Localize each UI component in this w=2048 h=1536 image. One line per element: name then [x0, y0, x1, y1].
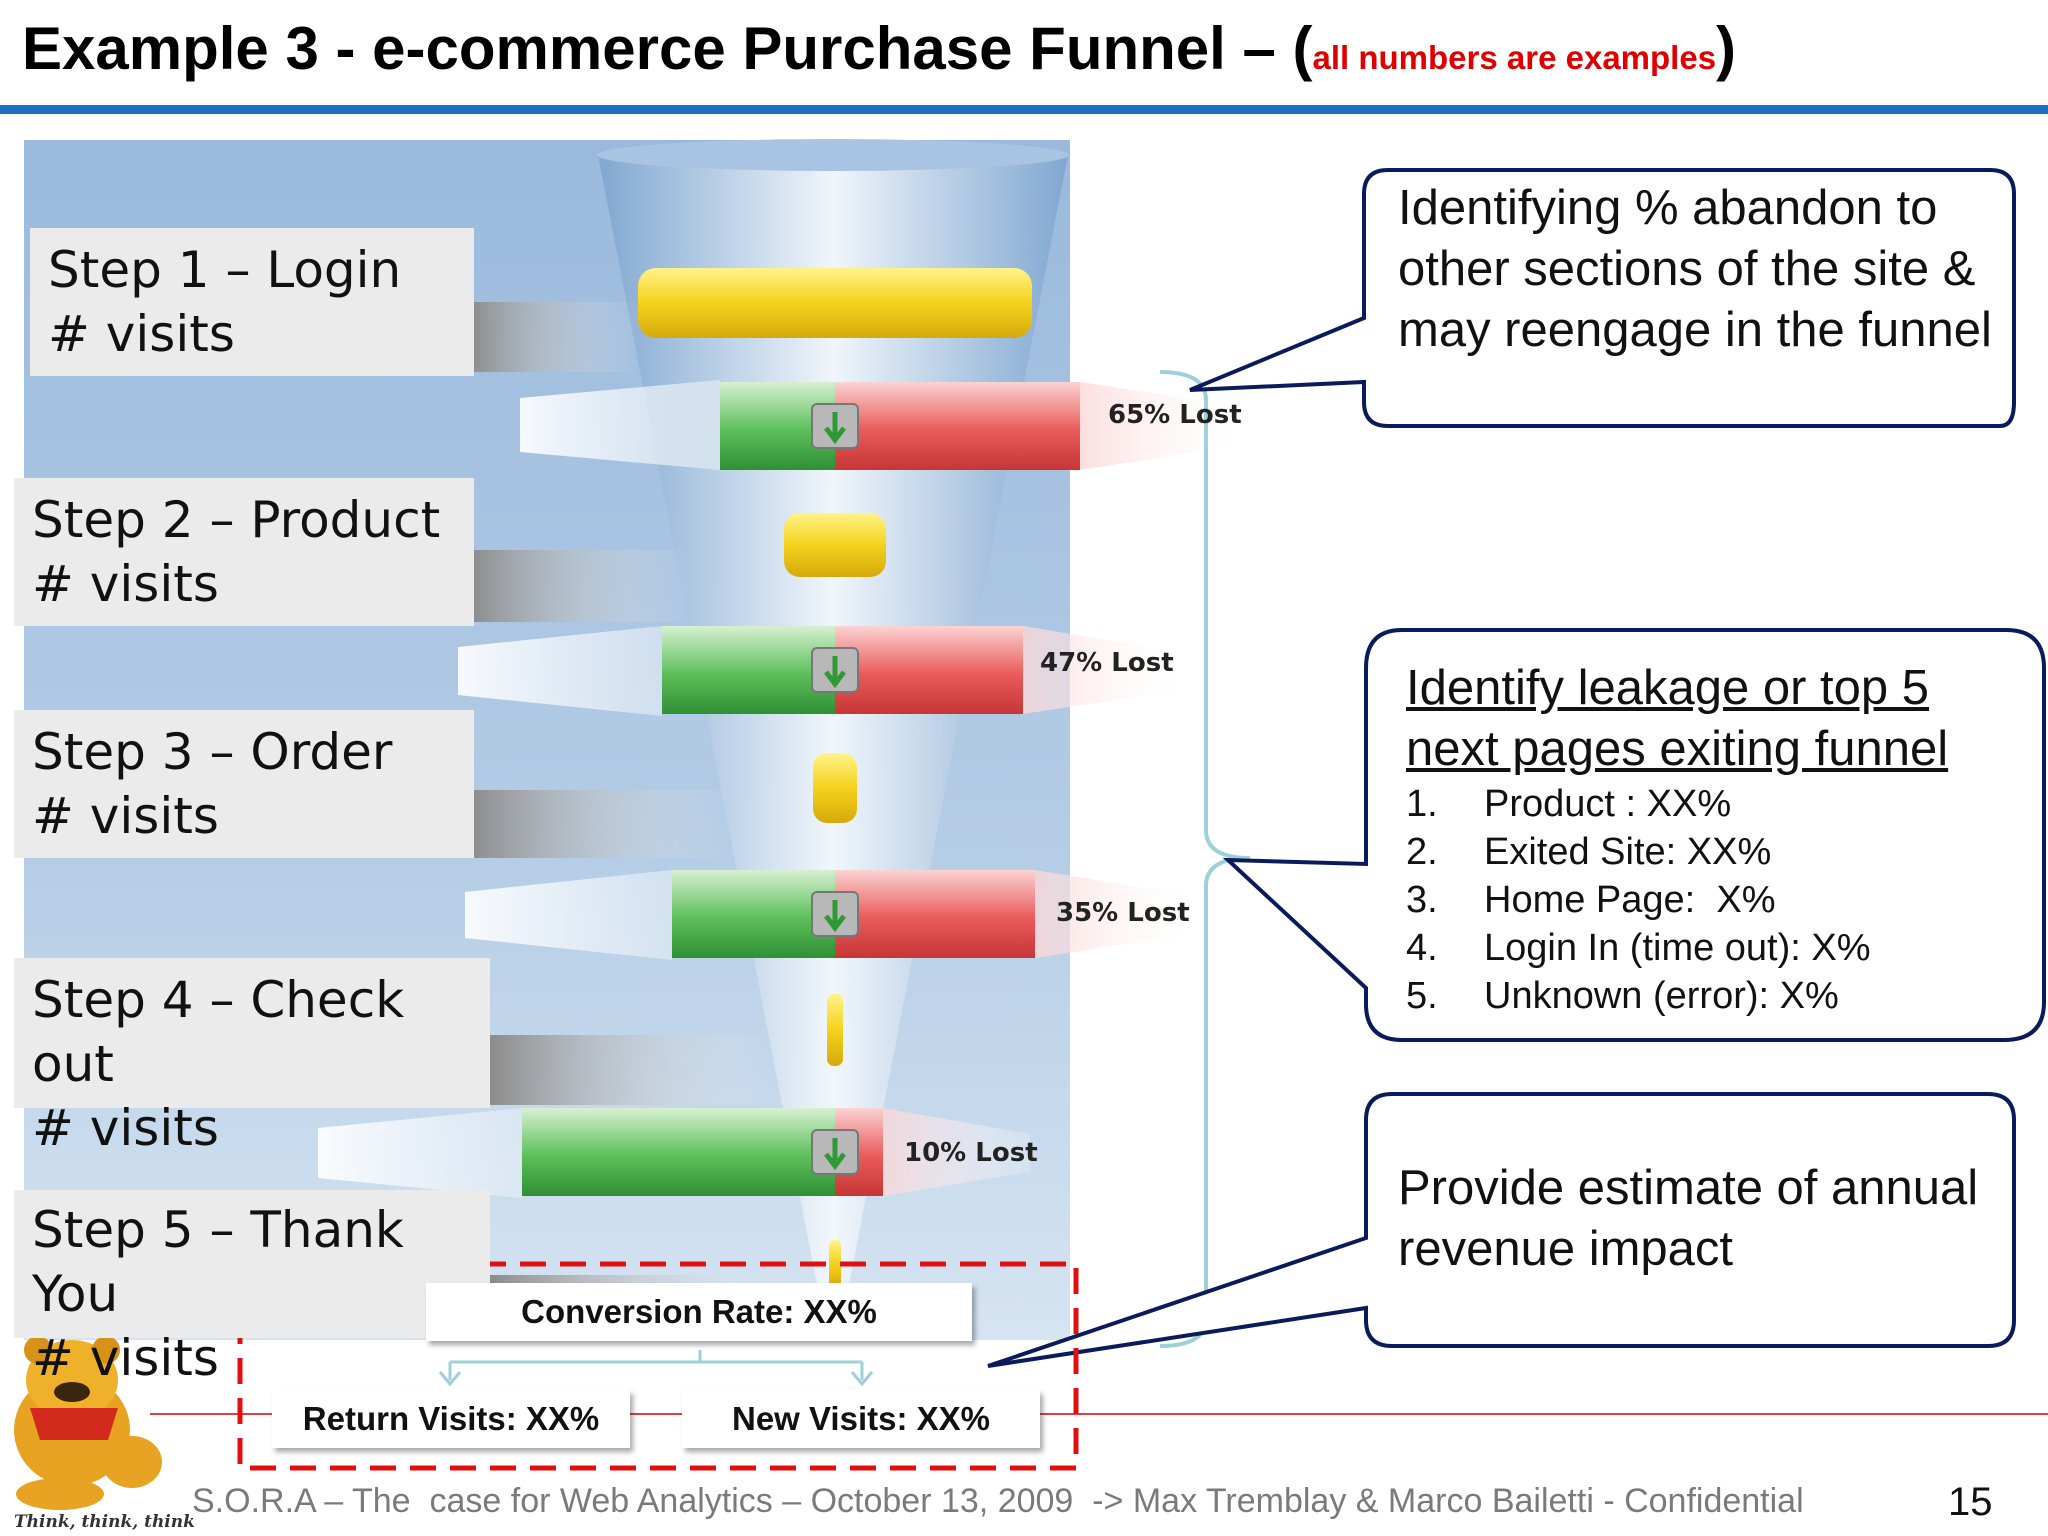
lost2-green [662, 626, 835, 714]
lost3-red [835, 870, 1035, 958]
step-visits: # visits [32, 555, 219, 613]
callout-abandon-text: Identifying % abandon to other sections … [1398, 181, 1992, 357]
new-visits-box: New Visits: XX% [682, 1390, 1040, 1448]
page-title-close: ) [1716, 15, 1737, 82]
page-number: 15 [1948, 1480, 1993, 1524]
step-visits: # visits [32, 1329, 219, 1387]
step3-shadow [470, 790, 730, 858]
mascot-caption: Think, think, think [14, 1512, 195, 1532]
lost-label-2: 47% Lost [1040, 648, 1174, 678]
lost3-left-fade [465, 870, 672, 960]
list-item: 1.Product : XX% [1406, 783, 1732, 825]
step-card-5: Step 5 – Thank You # visits [14, 1190, 490, 1387]
lost4-right-fade [883, 1108, 1030, 1196]
lost3-green [672, 870, 835, 958]
lost1-right-fade [1080, 382, 1238, 470]
callout-abandon-box [1189, 168, 2016, 428]
step-label: Step 1 – Login [48, 241, 402, 299]
metric-connector [448, 1350, 864, 1380]
step-visits: # visits [48, 305, 235, 363]
step-card-3: Step 3 – Order # visits [14, 710, 474, 858]
step-label: Step 2 – Product [32, 491, 441, 549]
lost2-left-fade [458, 626, 662, 716]
page-title: Example 3 - e-commerce Purchase Funnel –… [22, 14, 1736, 83]
mascot-image [14, 1336, 162, 1510]
step3-bar [813, 753, 857, 823]
callout-revenue-text: Provide estimate of annual revenue impac… [1398, 1161, 1979, 1276]
step-visits: # visits [32, 1099, 219, 1157]
step1-bar [638, 268, 1032, 338]
conversion-rate-box: Conversion Rate: XX% [426, 1283, 972, 1341]
title-rule [0, 105, 2048, 114]
lost1-left-fade [520, 380, 720, 470]
lost2-red [835, 626, 1023, 714]
step-card-4: Step 4 – Check out # visits [14, 958, 490, 1157]
step2-bar [784, 513, 886, 577]
step-visits: # visits [32, 787, 219, 845]
footer-text: S.O.R.A – The case for Web Analytics – O… [192, 1482, 1804, 1520]
metrics-dashed-box [237, 1261, 1079, 1471]
lost-label-3: 35% Lost [1056, 898, 1190, 928]
callout-leakage-list: 1.Product : XX% 2.Exited Site: XX% 3.Hom… [1406, 780, 2006, 1020]
title-note: all numbers are examples [1312, 39, 1717, 76]
step4-bar [827, 994, 843, 1066]
lost3-right-fade [1035, 870, 1195, 958]
step-label: Step 3 – Order [32, 723, 393, 781]
callout-leakage-heading: Identify leakage or top 5 next pages exi… [1406, 661, 1949, 776]
return-visits-box: Return Visits: XX% [272, 1390, 630, 1448]
list-item: 2.Exited Site: XX% [1406, 831, 1772, 873]
funnel-rim [597, 139, 1069, 171]
lost-label-1: 65% Lost [1108, 400, 1242, 430]
step-label: Step 4 – Check out [32, 971, 405, 1093]
list-item: 4.Login In (time out): X% [1406, 927, 1871, 969]
lost2-right-fade [1023, 626, 1180, 714]
callout-leakage-box [1222, 628, 2046, 1042]
step-label: Step 5 – Thank You [32, 1201, 404, 1323]
step-card-1: Step 1 – Login # visits [30, 228, 474, 376]
step4-shadow [490, 1035, 770, 1105]
step1-shadow [470, 302, 640, 372]
lost4-green [522, 1108, 835, 1196]
callout-revenue-box [987, 1092, 2016, 1368]
lost-label-4: 10% Lost [904, 1138, 1038, 1168]
list-item: 5.Unknown (error): X% [1406, 975, 1839, 1017]
list-item: 3.Home Page: X% [1406, 879, 1776, 921]
step2-shadow [470, 550, 690, 622]
step-card-2: Step 2 – Product # visits [14, 478, 474, 626]
lost4-left-fade [318, 1108, 522, 1198]
lost1-red [835, 382, 1080, 470]
page-title-main: Example 3 - e-commerce Purchase Funnel –… [22, 15, 1313, 82]
step5-bar [829, 1240, 841, 1288]
